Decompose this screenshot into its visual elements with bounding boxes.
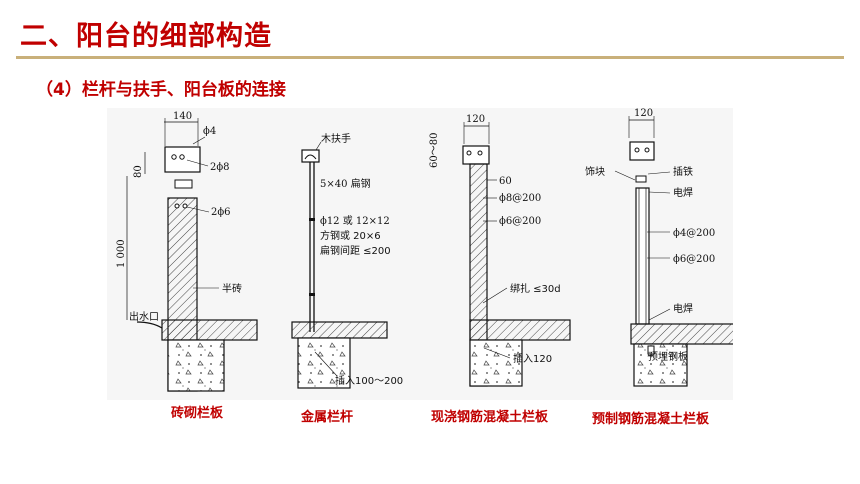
brick-coping	[164, 146, 201, 173]
cast-parapet-diagram: 120 60～80 60 ϕ8@200 ϕ6@200 绑扎 ≤30d 插入120	[429, 114, 571, 387]
label-phi6-200-precast: ϕ6@200	[673, 254, 715, 265]
label-phi6-200-cast: ϕ6@200	[499, 216, 541, 227]
label-metal-insert: 插入100～200	[335, 374, 403, 387]
brick-slab	[161, 319, 258, 341]
wood-handrail	[301, 149, 320, 163]
brick-parapet-diagram: 140 ϕ4 2ϕ8 2ϕ6 80 1 000 半砖 出水口	[116, 111, 258, 392]
dim-60-80: 60～80	[429, 133, 440, 168]
label-bars-line1: ϕ12 或 12×12	[320, 215, 390, 227]
metal-slab	[291, 321, 388, 339]
title-divider	[16, 56, 844, 59]
metal-railing-diagram: 木扶手 5×40 扁钢 ϕ12 或 12×12 方钢或 20×6 扁钢间距 ≤2…	[291, 132, 403, 389]
precast-panel	[635, 187, 650, 325]
label-phi8-200: ϕ8@200	[499, 193, 541, 204]
label-bars-line2: 方钢或 20×6	[320, 229, 381, 242]
label-iron: 插铁	[673, 165, 693, 178]
cast-slab	[469, 319, 571, 341]
slide-title: 二、阳台的细部构造	[20, 21, 272, 52]
caption-brick: 砖砌栏板	[171, 406, 224, 421]
precast-parapet-diagram: 120 饰块 插铁 电焊 ϕ4@200 ϕ6@200 电焊 预埋钢板	[585, 108, 733, 387]
dim-1000: 1 000	[116, 239, 127, 268]
label-cast-insert: 插入120	[513, 352, 552, 365]
label-bars-line3: 扁钢间距 ≤200	[320, 244, 391, 257]
label-embed-plate: 预埋钢板	[648, 350, 688, 363]
label-dim-60: 60	[499, 176, 512, 187]
label-flat-steel: 5×40 扁钢	[320, 177, 371, 190]
caption-precast: 预制钢筋混凝土栏板	[592, 412, 710, 427]
label-block: 饰块	[585, 165, 605, 178]
dim-80: 80	[133, 165, 144, 178]
label-phi4-200: ϕ4@200	[673, 228, 715, 239]
label-weld-top: 电焊	[673, 186, 693, 199]
label-weld-bottom: 电焊	[673, 302, 693, 315]
dim-140: 140	[173, 111, 192, 122]
label-drain: 出水口	[129, 310, 159, 323]
drain-pipe	[136, 321, 163, 329]
label-2phi8: 2ϕ8	[210, 162, 230, 173]
label-phi4: ϕ4	[203, 126, 216, 137]
caption-cast: 现浇钢筋混凝土栏板	[431, 410, 549, 425]
dim-120-cast: 120	[466, 114, 485, 125]
precast-slab	[630, 323, 733, 345]
dim-120-precast: 120	[634, 108, 653, 119]
caption-metal: 金属栏杆	[301, 410, 354, 425]
railing-detail-figure: 140 ϕ4 2ϕ8 2ϕ6 80 1 000 半砖 出水口 木扶手 5×40 …	[107, 108, 733, 400]
label-half-brick: 半砖	[222, 282, 242, 295]
slide-subtitle: （4）栏杆与扶手、阳台板的连接	[36, 80, 286, 100]
label-tie: 绑扎 ≤30d	[510, 282, 561, 295]
label-wood-handrail: 木扶手	[321, 132, 351, 145]
label-2phi6: 2ϕ6	[211, 207, 231, 218]
